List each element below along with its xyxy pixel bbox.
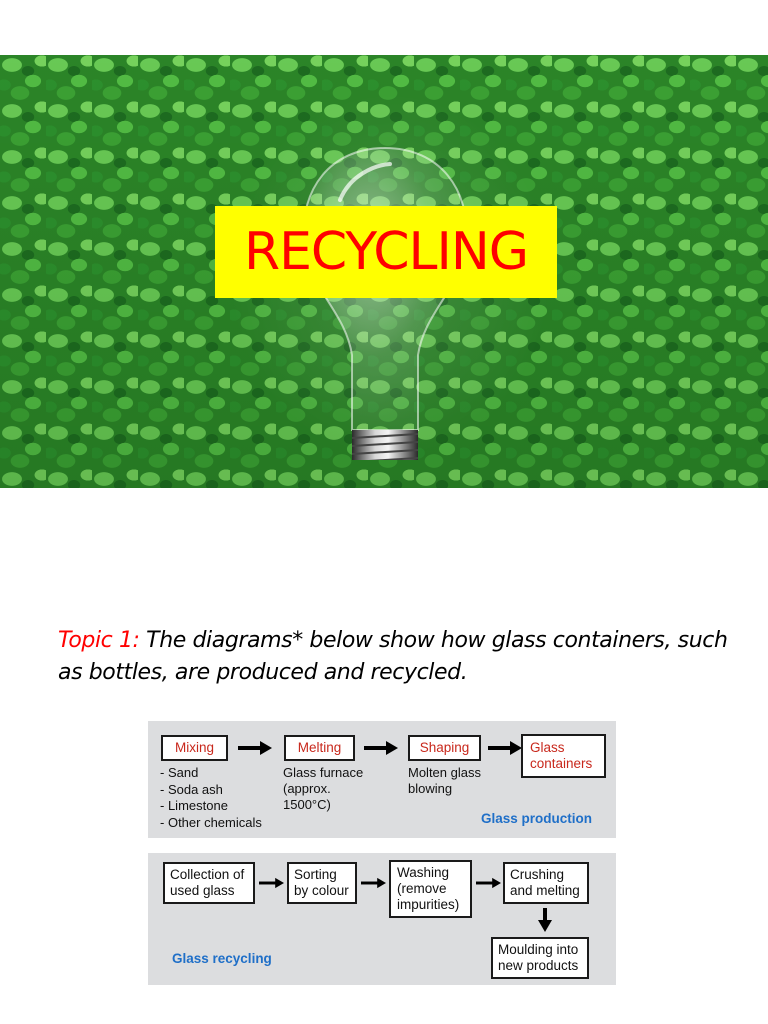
topic-label: Topic 1:: [58, 628, 140, 653]
lightbulb-icon: [302, 146, 468, 460]
arrow-right-icon: [488, 741, 522, 755]
step-crushing: Crushing and melting: [503, 862, 589, 904]
arrow-down-icon: [538, 908, 552, 932]
arrow-right-icon: [361, 877, 386, 889]
ingredient-item: Sand: [160, 765, 262, 782]
step-melting: Melting: [284, 735, 355, 761]
shaping-note: Molten glass blowing: [408, 765, 481, 796]
page-title: RECYCLING: [243, 222, 529, 282]
arrow-right-icon: [259, 877, 284, 889]
ingredient-item: Other chemicals: [160, 815, 262, 832]
step-mixing: Mixing: [161, 735, 228, 761]
step-sorting: Sorting by colour: [287, 862, 357, 904]
arrow-right-icon: [238, 741, 272, 755]
production-caption: Glass production: [481, 811, 593, 826]
ingredient-item: Soda ash: [160, 782, 262, 799]
arrow-right-icon: [364, 741, 398, 755]
step-moulding: Moulding into new products: [491, 937, 589, 979]
glass-production-diagram: Mixing Melting Shaping Glass containers …: [148, 721, 616, 838]
step-washing: Washing (remove impurities): [389, 860, 472, 918]
arrow-right-icon: [476, 877, 501, 889]
glass-recycling-diagram: Collection of used glass Sorting by colo…: [148, 853, 616, 985]
ingredient-item: Limestone: [160, 798, 262, 815]
ingredients-list: Sand Soda ash Limestone Other chemicals: [160, 765, 262, 831]
step-collection: Collection of used glass: [163, 862, 255, 904]
step-shaping: Shaping: [408, 735, 481, 761]
recycling-caption: Glass recycling: [172, 951, 272, 966]
title-banner: RECYCLING: [215, 206, 557, 298]
topic-paragraph: Topic 1: The diagrams* below show how gl…: [58, 625, 738, 689]
step-glass-containers: Glass containers: [521, 734, 606, 778]
hero-image: RECYCLING: [0, 55, 768, 488]
topic-text: The diagrams* below show how glass conta…: [58, 628, 728, 685]
melting-note: Glass furnace (approx. 1500°C): [283, 765, 364, 812]
